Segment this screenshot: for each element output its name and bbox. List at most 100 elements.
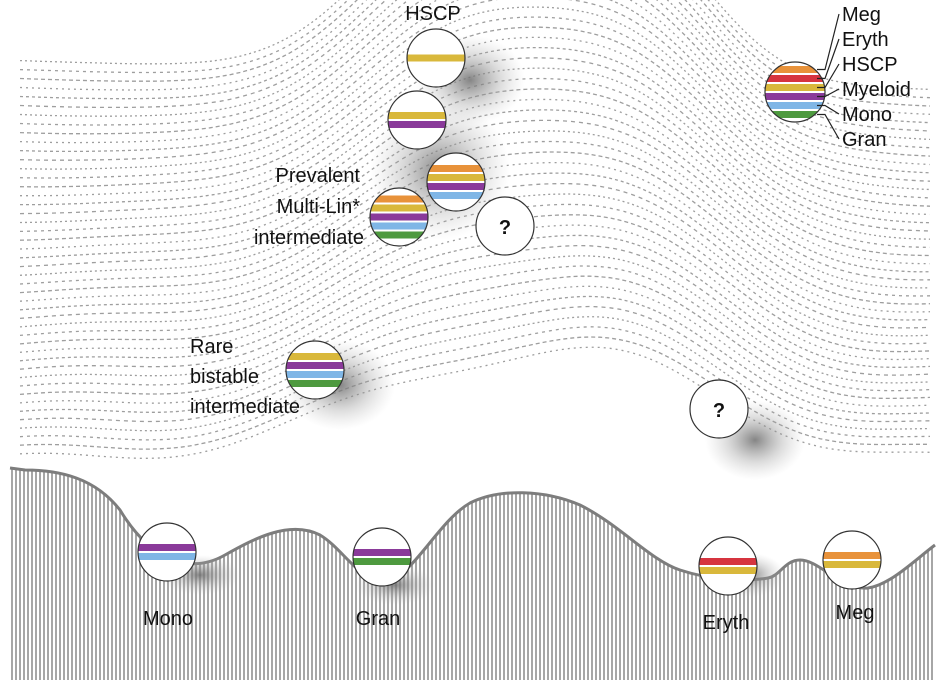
cell-markers: ? ? bbox=[137, 28, 882, 596]
legend-leader-line bbox=[817, 88, 840, 98]
cell-bistable-intermediate bbox=[285, 340, 345, 400]
contour-line bbox=[19, 0, 931, 166]
contour-line bbox=[19, 0, 931, 182]
legend-leader-line bbox=[817, 113, 840, 140]
stripe-gran bbox=[370, 231, 428, 239]
stripe-mono bbox=[427, 192, 485, 199]
contour-line bbox=[19, 224, 931, 361]
contour-line bbox=[19, 305, 931, 423]
label-prevalent-line3: intermediate bbox=[254, 227, 364, 249]
fate-label-mono: Mono bbox=[143, 608, 193, 630]
contour-line bbox=[19, 275, 931, 400]
legend-leader-line bbox=[817, 38, 840, 80]
diagram-labels: HSCP Prevalent Multi-Lin* intermediate R… bbox=[143, 3, 874, 634]
stripe-myeloid bbox=[370, 213, 428, 221]
contour-line bbox=[19, 346, 931, 459]
cell-four-lineage bbox=[426, 152, 486, 212]
contour-line bbox=[19, 0, 931, 91]
stripe-hscp bbox=[407, 54, 465, 62]
cell-unknown-upper: ? bbox=[475, 196, 535, 256]
contour-line bbox=[19, 244, 931, 376]
legend-label-meg: Meg bbox=[842, 4, 881, 26]
contour-line bbox=[19, 0, 931, 141]
contour-line bbox=[19, 98, 931, 265]
cell-eryth-fate bbox=[698, 536, 758, 596]
stripe-myeloid bbox=[388, 121, 446, 128]
contour-line bbox=[19, 161, 931, 313]
label-rare-line3: intermediate bbox=[190, 396, 300, 418]
label-rare-line1: Rare bbox=[190, 336, 233, 358]
contour-line bbox=[19, 295, 931, 415]
contour-line bbox=[19, 255, 931, 384]
legend-leader-line bbox=[817, 13, 840, 71]
stripe-myeloid bbox=[286, 362, 344, 369]
stripe-hscp bbox=[823, 561, 881, 568]
legend-label-gran: Gran bbox=[842, 129, 886, 151]
contour-line bbox=[19, 336, 930, 450]
contour-line bbox=[19, 6, 931, 191]
contour-line bbox=[19, 285, 931, 407]
lineage-color-legend: Meg Eryth HSCP Myeloid Mono Gran bbox=[764, 4, 911, 151]
legend-stripe-hscp bbox=[765, 84, 825, 91]
stripe-meg bbox=[370, 195, 428, 203]
cell-mono-fate bbox=[137, 522, 197, 582]
stripe-hscp bbox=[699, 567, 757, 574]
legend-label-eryth: Eryth bbox=[842, 29, 889, 51]
stripe-mono bbox=[286, 371, 344, 378]
legend-stripe-gran bbox=[765, 111, 825, 118]
stripe-myeloid bbox=[427, 183, 485, 190]
contour-line bbox=[19, 119, 931, 281]
label-hscp-top: HSCP bbox=[405, 3, 461, 25]
stripe-meg bbox=[823, 552, 881, 559]
stripe-mono bbox=[370, 222, 428, 230]
cell-multi-lin-intermediate bbox=[369, 187, 429, 247]
label-rare-line2: bistable bbox=[190, 366, 259, 388]
stripe-gran bbox=[286, 380, 344, 387]
contour-line bbox=[19, 214, 931, 353]
contour-line bbox=[19, 265, 931, 392]
fate-label-meg: Meg bbox=[836, 602, 875, 624]
contour-line bbox=[19, 16, 931, 199]
stripe-hscp bbox=[370, 204, 428, 212]
question-mark-label: ? bbox=[499, 217, 511, 239]
contour-line bbox=[19, 203, 931, 345]
legend-stripe-eryth bbox=[765, 75, 825, 82]
stripe-hscp bbox=[427, 174, 485, 181]
legend-stripe-swatch bbox=[765, 66, 825, 118]
contour-line bbox=[19, 234, 931, 368]
landscape-front-wall bbox=[11, 468, 933, 680]
contour-line bbox=[19, 0, 931, 124]
legend-stripe-mono bbox=[765, 102, 825, 109]
legend-stripe-meg bbox=[765, 66, 825, 73]
question-mark-label: ? bbox=[713, 400, 725, 422]
legend-stripe-myeloid bbox=[765, 93, 825, 100]
contour-line bbox=[20, 36, 931, 216]
stripe-myeloid bbox=[138, 544, 196, 551]
stripe-myeloid bbox=[353, 549, 411, 556]
contour-line bbox=[19, 316, 931, 432]
stripe-meg bbox=[427, 165, 485, 172]
stripe-eryth bbox=[699, 558, 757, 565]
label-prevalent-line2: Multi-Lin* bbox=[277, 196, 361, 218]
legend-label-hscp: HSCP bbox=[842, 54, 898, 76]
fate-label-gran: Gran bbox=[356, 608, 400, 630]
cell-unknown-lower: ? bbox=[689, 379, 749, 439]
stripe-gran bbox=[353, 558, 411, 565]
legend-label-myeloid: Myeloid bbox=[842, 79, 911, 101]
contour-line bbox=[19, 0, 931, 174]
stripe-hscp bbox=[286, 353, 344, 360]
stripe-mono bbox=[138, 553, 196, 560]
legend-label-mono: Mono bbox=[842, 104, 892, 126]
stripe-hscp bbox=[388, 112, 446, 119]
cell-hscp-myeloid bbox=[387, 90, 447, 150]
well-shadows bbox=[160, 35, 805, 605]
cell-gran-fate bbox=[352, 527, 412, 587]
cell-meg-fate bbox=[822, 530, 882, 590]
legend-leader-line bbox=[817, 63, 840, 89]
label-prevalent-line1: Prevalent bbox=[276, 165, 361, 187]
legend-leader-line bbox=[817, 104, 840, 115]
fate-label-eryth: Eryth bbox=[703, 612, 750, 634]
cell-hscp-top bbox=[406, 28, 466, 88]
